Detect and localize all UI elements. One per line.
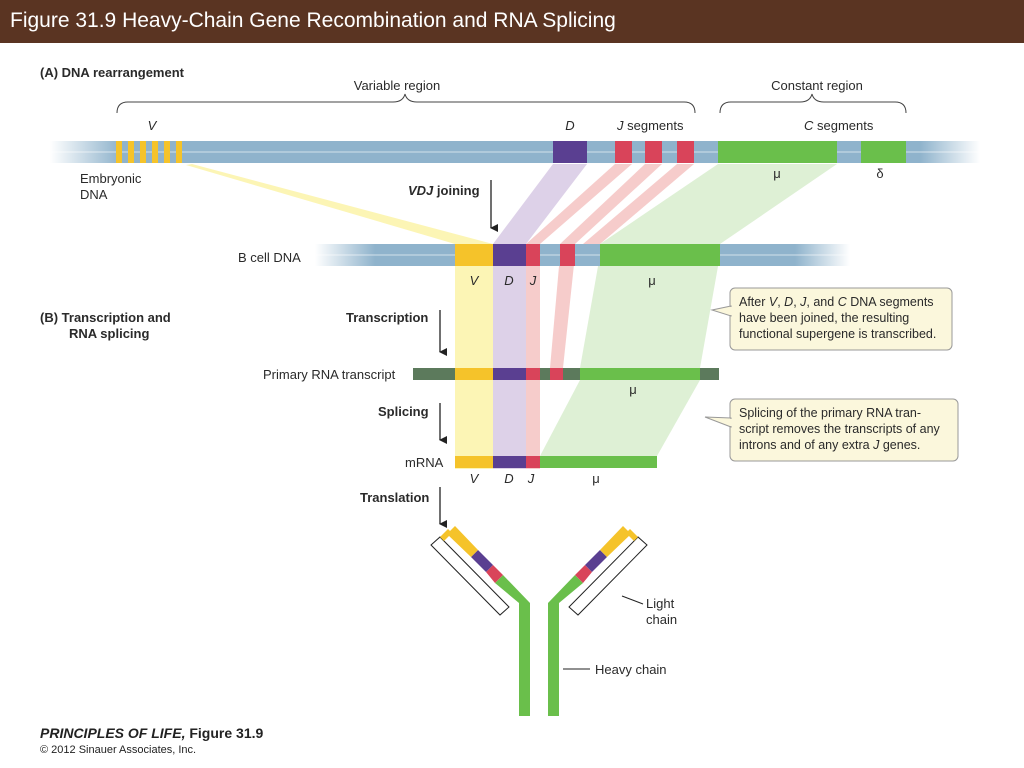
mrna-d-label: D (504, 471, 513, 486)
light-chain-label: Light chain (646, 596, 678, 627)
mrna-label: mRNA (405, 455, 444, 470)
d-segment (553, 141, 587, 163)
figure-title: Figure 31.9 Heavy-Chain Gene Recombinati… (10, 9, 616, 32)
j-segments (615, 141, 694, 163)
mrna-j-label: J (527, 471, 535, 486)
footer-copyright: © 2012 Sinauer Associates, Inc. (40, 744, 197, 756)
variable-region-label: Variable region (354, 78, 440, 93)
v-segments (116, 141, 182, 163)
splicing-label: Splicing (378, 404, 429, 419)
vdj-joining-label: VDJ joining (408, 183, 480, 198)
note-splicing-text: Splicing of the primary RNA tran-script … (739, 406, 941, 452)
b-cell-j-label: J (529, 273, 537, 288)
delta-label: δ (876, 166, 883, 181)
antibody-shape (430, 526, 648, 716)
transcription-label: Transcription (346, 310, 428, 325)
light-chain-pointer (621, 595, 644, 605)
v-label: V (148, 118, 158, 133)
d-label: D (565, 118, 574, 133)
c-segments-label: C segments (804, 118, 874, 133)
j-segments-label: J segments (616, 118, 684, 133)
mrna-v-label: V (470, 471, 480, 486)
title-bar: Figure 31.9 Heavy-Chain Gene Recombinati… (0, 0, 1024, 43)
mrna-mu-label: μ (592, 471, 600, 486)
panel-a-heading: (A) DNA rearrangement (40, 65, 185, 80)
green-mu-band (540, 164, 837, 456)
purple-d-band (493, 164, 587, 469)
mrna-bar (455, 456, 657, 468)
heavy-chain-label: Heavy chain (595, 662, 667, 677)
mu-label-embryonic: μ (773, 166, 781, 181)
primary-rna-label: Primary RNA transcript (263, 367, 396, 382)
primary-mu-label: μ (629, 382, 637, 397)
panel-b-heading: (B) Transcription and RNA splicing (40, 310, 174, 341)
footer-book-title: PRINCIPLES OF LIFE, Figure 31.9 (40, 725, 263, 741)
translation-label: Translation (360, 490, 429, 505)
constant-region-brace (719, 93, 907, 114)
embryonic-dna-bar (50, 141, 980, 163)
b-cell-dna-label: B cell DNA (238, 250, 301, 265)
primary-rna-transcript-bar (413, 368, 719, 380)
variable-region-brace (116, 93, 696, 114)
footer-book-name: PRINCIPLES OF LIFE, (40, 725, 186, 741)
b-cell-dna-bar (315, 244, 850, 266)
constant-region-label: Constant region (771, 78, 863, 93)
note-splicing: Splicing of the primary RNA tran-script … (704, 398, 959, 462)
embryonic-dna-label: Embryonic DNA (80, 171, 145, 202)
b-cell-mu-label: μ (648, 273, 656, 288)
red-j-bands (526, 164, 694, 469)
b-cell-d-label: D (504, 273, 513, 288)
b-cell-v-label: V (470, 273, 480, 288)
c-segments (718, 141, 906, 163)
yellow-v-band (186, 164, 493, 469)
footer-figure-number: Figure 31.9 (185, 725, 264, 741)
